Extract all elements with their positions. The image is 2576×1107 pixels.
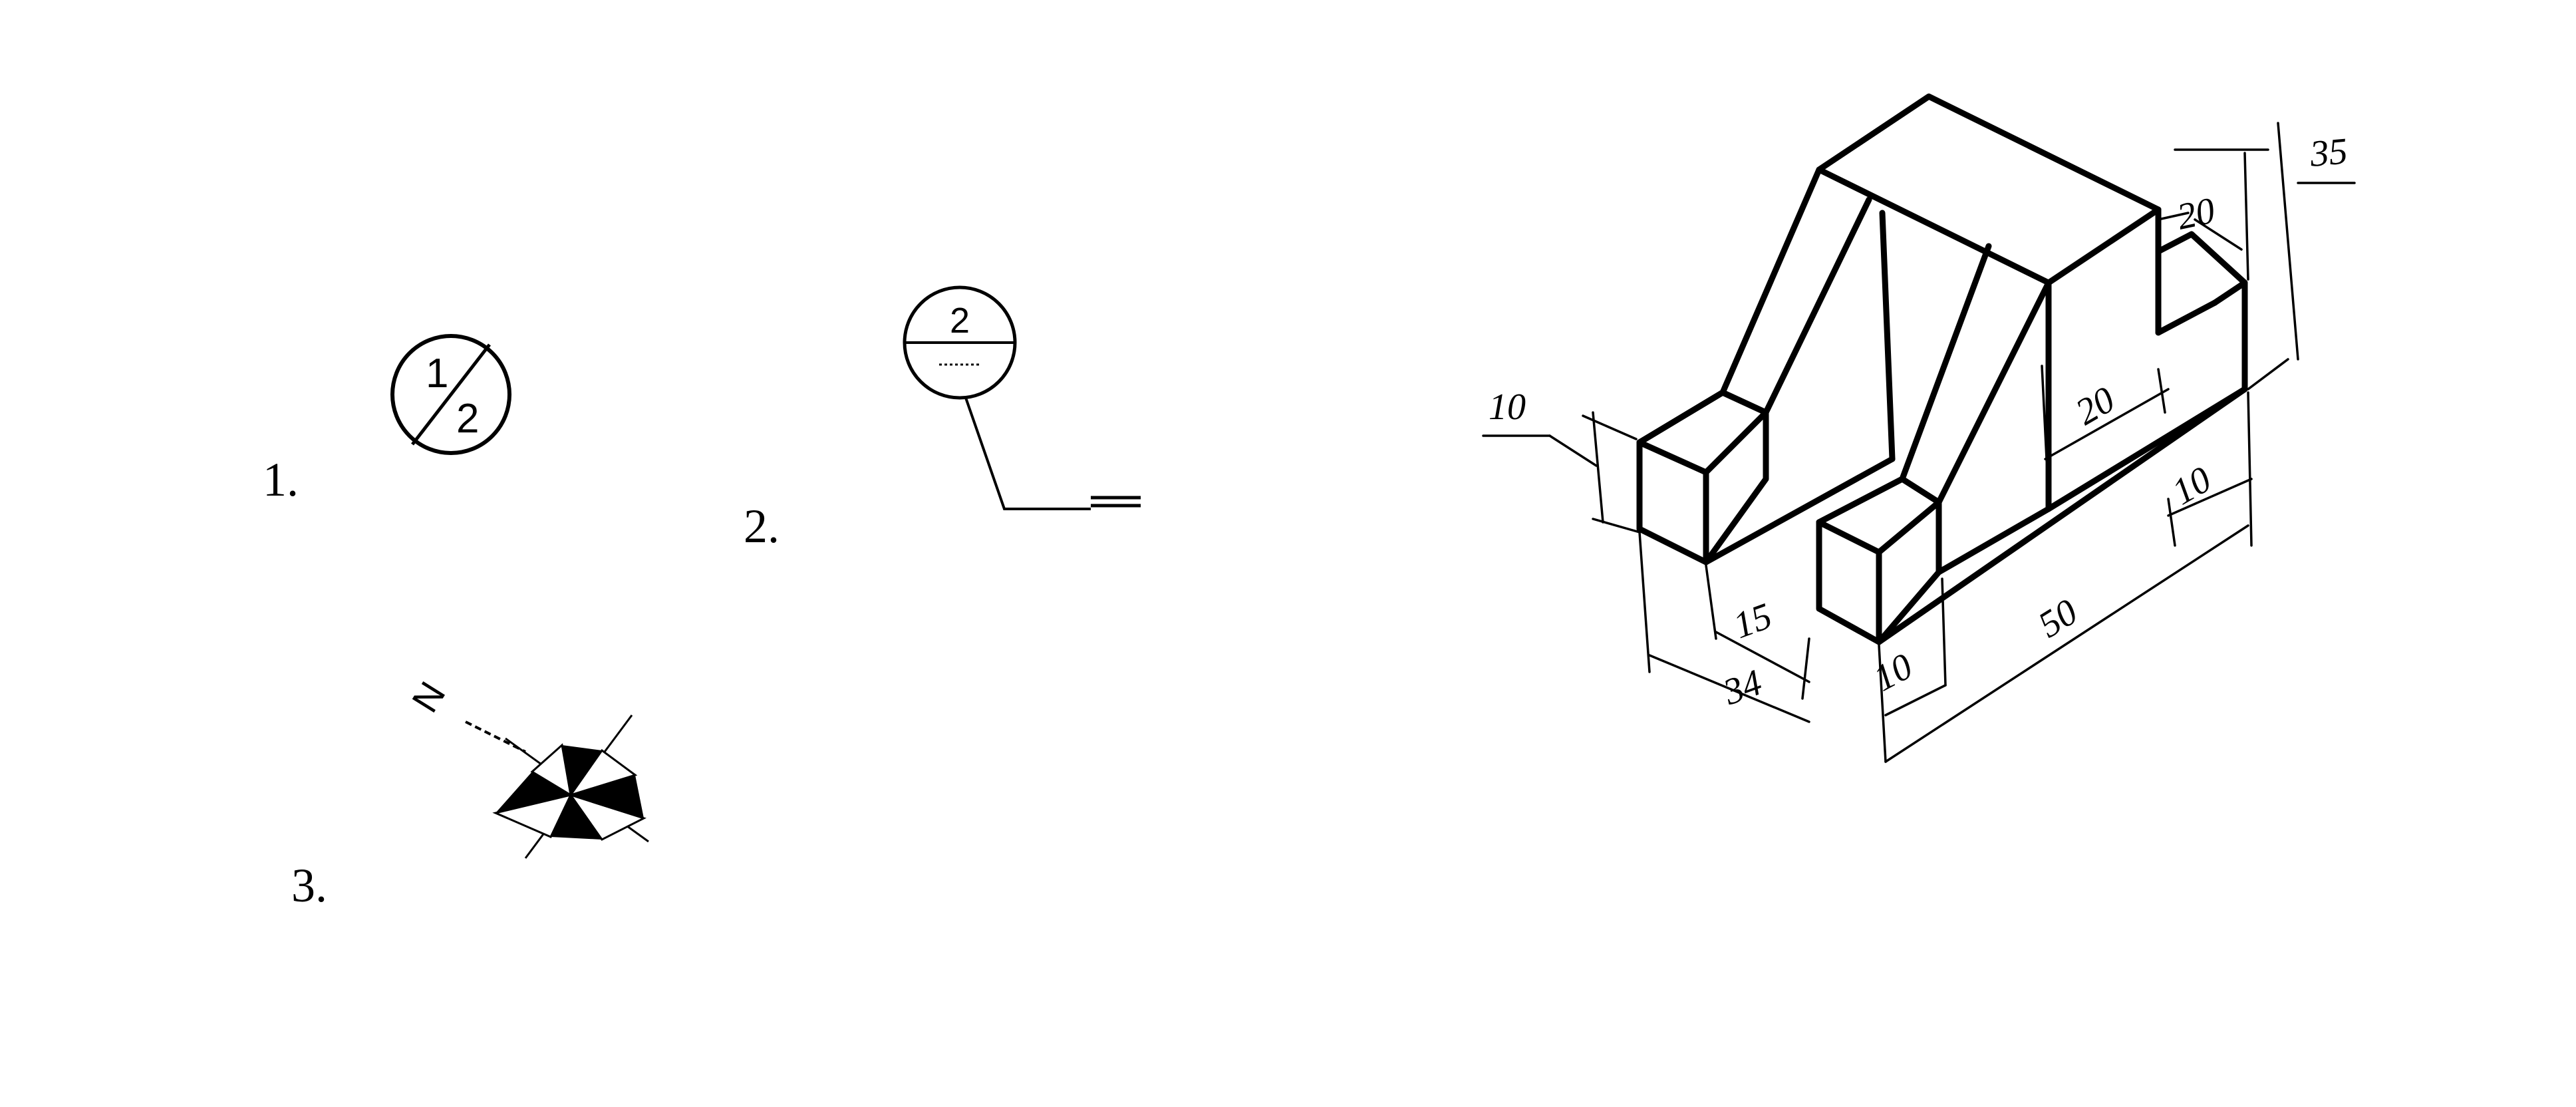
index-slash [411, 343, 491, 446]
dim-10-right: 10 [2166, 459, 2218, 514]
dim-35: 35 [2308, 130, 2349, 175]
index-numerator: 1 [426, 351, 448, 396]
isometric-drawing: 10 15 34 10 50 20 10 20 35 [1482, 93, 2356, 763]
leader-line [964, 397, 1091, 510]
object-outline [1636, 93, 2248, 645]
item-1-label: 1. [263, 453, 299, 506]
north-arrow-icon: N [404, 675, 649, 859]
dim-20-face: 20 [2069, 379, 2122, 434]
index-symbol-with-leader: 2 [903, 285, 1141, 510]
north-letter: N [404, 675, 454, 720]
dimension-lines [1482, 122, 2356, 763]
dim-20-top: 20 [2174, 190, 2219, 237]
item-3-label: 3. [291, 859, 327, 912]
dim-15: 15 [1728, 595, 1777, 647]
detail-index-symbol: 1 2 [390, 334, 511, 455]
item-1: 1. 1 2 [263, 334, 511, 506]
item-2: 2. 2 [744, 285, 1141, 553]
leader-circle [903, 285, 1017, 400]
index-circle [390, 334, 511, 455]
dim-34: 34 [1717, 662, 1767, 714]
compass-rose [492, 743, 646, 841]
dim-10-front: 10 [1867, 645, 1920, 699]
dim-10-left: 10 [1489, 387, 1526, 428]
item-2-label: 2. [744, 500, 780, 553]
item-3: 3. N [291, 675, 649, 912]
index-denominator: 2 [456, 396, 479, 442]
circle-top-number: 2 [950, 301, 970, 341]
